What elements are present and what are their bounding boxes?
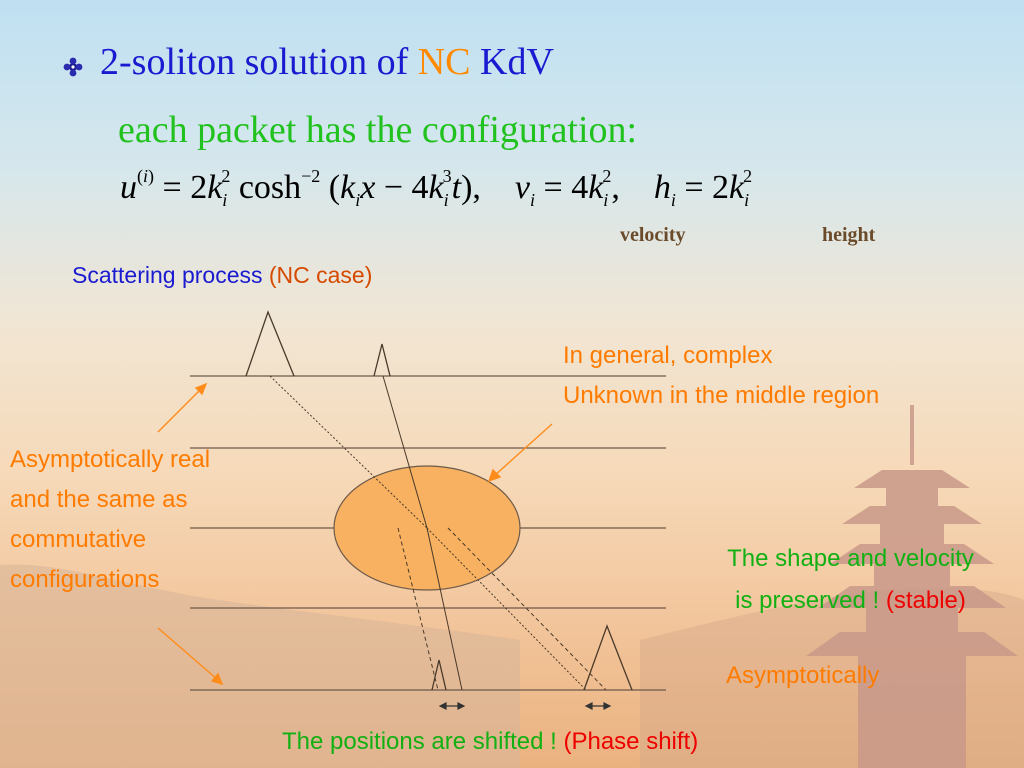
middle-note-line1: In general, complex	[563, 342, 773, 369]
title-text-part2: KdV	[470, 41, 554, 83]
arrow-to-final-line	[157, 627, 224, 686]
trajectory-small-ref	[426, 527, 463, 691]
final-soliton-small	[431, 659, 447, 691]
shape-note-line2: is preserved ! (stable)	[683, 580, 1018, 622]
left-note-line4: configurations	[10, 566, 160, 593]
title-text-part1: 2-soliton solution of	[100, 41, 418, 83]
arrow-to-interaction-region	[487, 423, 553, 483]
phase-shift-arrow-small	[438, 702, 466, 710]
scattering-case: (NC case)	[268, 262, 373, 288]
middle-note-line2: Unknown in the middle region	[563, 382, 880, 409]
background-hill	[0, 564, 520, 768]
height-label: height	[822, 224, 876, 246]
left-note-line1: Asymptotically real	[10, 446, 211, 473]
trajectory-tall-in	[269, 375, 428, 529]
middle-region-note: In general, complex Unknown in the middl…	[563, 336, 879, 416]
left-note-line3: commutative	[10, 526, 147, 553]
trajectory-small-in	[382, 375, 428, 529]
asymptotically-label: Asymptotically	[726, 662, 880, 689]
initial-soliton-tall	[245, 310, 295, 377]
slide-title: 2-soliton solution of NC KdV	[100, 40, 554, 84]
soliton-formula: u(i) = 2ki2 cosh−2 (kix − 4ki3t), vi = 4…	[120, 166, 753, 210]
shape-note-line1: The shape and velocity	[727, 545, 974, 572]
phase-shift-label: (Phase shift)	[563, 728, 699, 755]
shape-note-preserved: is preserved !	[735, 587, 886, 614]
trajectory-tall-ref	[426, 527, 587, 691]
phase-shift-note: The positions are shifted ! (Phase shift…	[282, 728, 698, 756]
trajectory-tall-out	[447, 527, 607, 691]
scattering-title: Scattering process	[72, 262, 263, 288]
flower-bullet-icon	[63, 57, 83, 77]
phase-shift-arrow-tall	[584, 702, 612, 710]
velocity-label: velocity	[620, 224, 686, 246]
shape-preserved-note: The shape and velocity is preserved ! (s…	[683, 538, 1018, 622]
left-note-line2: and the same as	[10, 486, 188, 513]
initial-soliton-small	[373, 343, 391, 377]
pagoda-silhouette	[806, 405, 1018, 768]
scattering-heading: Scattering process (NC case)	[72, 262, 372, 289]
final-soliton-tall	[583, 624, 633, 691]
stable-label: (stable)	[885, 587, 966, 614]
asymptotic-real-note: Asymptotically real and the same as comm…	[10, 440, 210, 600]
title-text-nc: NC	[417, 41, 471, 83]
arrow-to-initial-line	[157, 382, 208, 433]
shift-note-text: The positions are shifted !	[282, 728, 564, 755]
slide-subtitle: each packet has the configuration:	[118, 109, 638, 151]
